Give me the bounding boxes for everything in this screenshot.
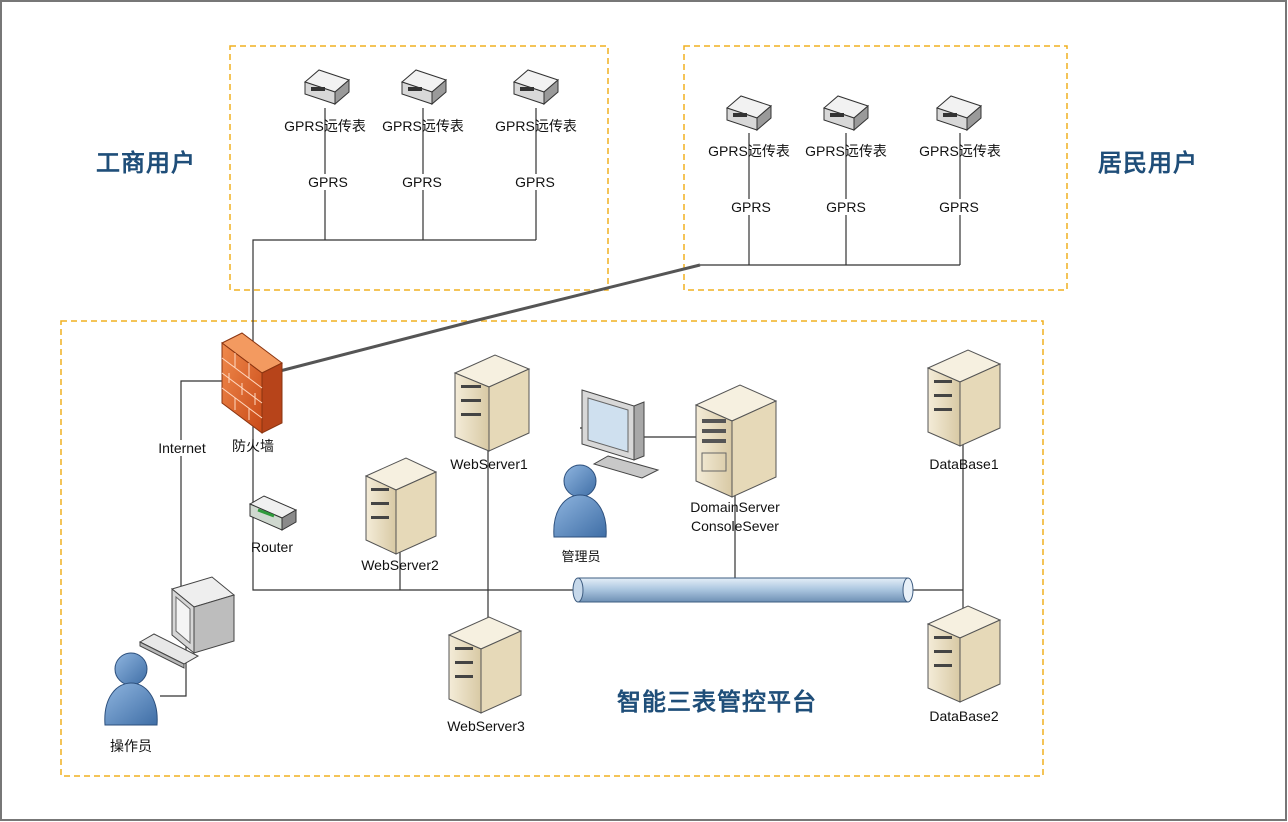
domain-server-label: DomainServer <box>690 499 780 515</box>
residential-users-title: 居民用户 <box>1098 149 1198 177</box>
admin-label: 管理员 <box>561 549 601 564</box>
database-server-icon <box>926 605 1002 703</box>
router-icon <box>248 495 298 531</box>
commercial-users-title: 工商用户 <box>96 149 196 177</box>
server-icon <box>447 616 523 714</box>
residential-gprs-link-label: GPRS <box>939 199 979 215</box>
gprs-meter-icon <box>513 69 559 106</box>
firewall-label: 防火墙 <box>232 438 274 454</box>
commercial-group-box <box>229 45 609 291</box>
lan-bus <box>572 577 914 603</box>
keyboard-icon <box>138 633 200 669</box>
commercial-meter-label: GPRS远传表 <box>495 118 577 134</box>
commercial-gprs-link-label: GPRS <box>402 174 442 190</box>
operator-person-icon <box>104 652 158 726</box>
server-icon <box>364 457 438 555</box>
operator-monitor-icon <box>170 576 236 655</box>
commercial-gprs-link-label: GPRS <box>308 174 348 190</box>
gprs-meter-icon <box>304 69 350 106</box>
database2-label: DataBase2 <box>929 708 999 724</box>
internet-label: Internet <box>158 440 206 456</box>
residential-meter-label: GPRS远传表 <box>919 143 1001 159</box>
database-server-icon <box>926 349 1002 447</box>
gprs-meter-icon <box>726 95 772 132</box>
admin-person-icon <box>553 464 607 538</box>
residential-meter-label: GPRS远传表 <box>805 143 887 159</box>
firewall-icon <box>221 332 283 434</box>
commercial-meter-label: GPRS远传表 <box>284 118 366 134</box>
gprs-meter-icon <box>936 95 982 132</box>
database1-label: DataBase1 <box>929 456 999 472</box>
commercial-meter-label: GPRS远传表 <box>382 118 464 134</box>
residential-gprs-link-label: GPRS <box>826 199 866 215</box>
webserver3-label: WebServer3 <box>447 718 525 734</box>
webserver2-label: WebServer2 <box>361 557 439 573</box>
domain-server-icon <box>694 384 778 498</box>
residential-group-box <box>683 45 1068 291</box>
router-label: Router <box>250 539 294 555</box>
console-server-label: ConsoleSever <box>691 518 779 534</box>
gprs-meter-icon <box>401 69 447 106</box>
server-icon <box>453 354 531 452</box>
residential-meter-label: GPRS远传表 <box>708 143 790 159</box>
operator-label: 操作员 <box>110 738 152 754</box>
residential-uplink <box>275 263 701 374</box>
residential-gprs-link-label: GPRS <box>731 199 771 215</box>
gprs-meter-icon <box>823 95 869 132</box>
platform-group-box <box>60 320 1044 777</box>
webserver1-label: WebServer1 <box>450 456 528 472</box>
platform-title: 智能三表管控平台 <box>617 688 817 716</box>
admin-monitor-icon <box>581 389 660 479</box>
commercial-gprs-link-label: GPRS <box>515 174 555 190</box>
